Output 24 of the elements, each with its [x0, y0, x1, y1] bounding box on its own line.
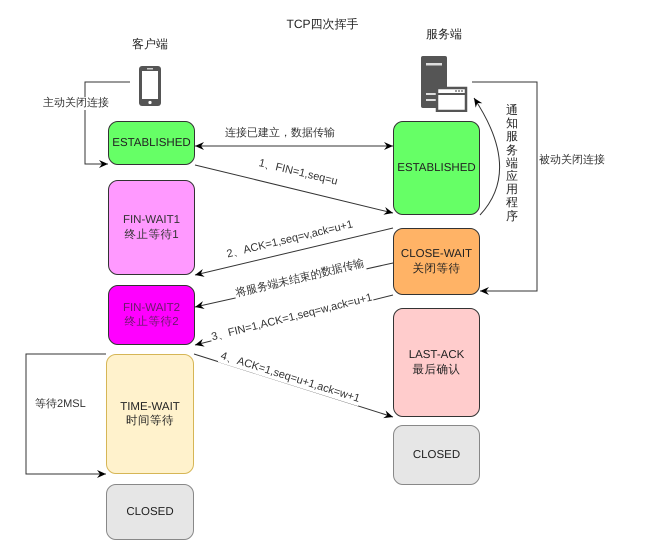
arrow: [194, 142, 394, 150]
edge-label: 主动关闭连接: [42, 97, 110, 110]
edge-label: 等待2MSL: [34, 398, 87, 412]
state-box: ESTABLISHED: [108, 121, 195, 165]
arrow: [472, 82, 538, 295]
state-box: LAST-ACK 最后确认: [393, 308, 480, 417]
edge-label: 通知服务端应用程序: [506, 104, 518, 223]
state-box: CLOSED: [106, 484, 194, 540]
arrow: [194, 228, 394, 277]
diagram-title: TCP四次挥手: [286, 16, 360, 33]
arrow: [84, 82, 130, 168]
state-box: CLOSED: [393, 425, 480, 485]
edge-label: 被动关闭连接: [538, 154, 606, 168]
device-label: 服务端: [426, 26, 462, 43]
device-label: 客户端: [132, 36, 168, 53]
arrow: [194, 164, 394, 215]
arrow: [26, 354, 106, 478]
state-box: ESTABLISHED: [393, 121, 480, 215]
arrow: [474, 98, 500, 216]
state-box: FIN-WAIT1 终止等待1: [108, 180, 195, 275]
state-box: CLOSE-WAIT 关闭等待: [393, 228, 480, 295]
state-box: FIN-WAIT2 终止等待2: [108, 285, 195, 345]
edge-label: 连接已建立，数据传输: [224, 127, 336, 140]
state-box: TIME-WAIT 时间等待: [106, 354, 194, 474]
